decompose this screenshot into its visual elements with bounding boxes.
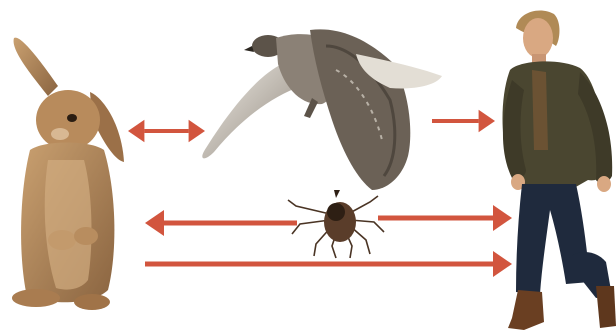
arrow-rabbit-human <box>145 251 512 277</box>
arrows-layer <box>128 110 512 277</box>
arrow-rabbit-hawk <box>128 120 205 142</box>
rabbit-icon <box>12 38 124 310</box>
hawk-icon <box>202 29 442 190</box>
arrow-tick-human <box>378 205 512 231</box>
tick-icon <box>288 190 384 258</box>
human-icon <box>503 10 616 330</box>
arrow-hawk-human <box>432 110 495 132</box>
arrow-tick-rabbit <box>145 210 297 236</box>
